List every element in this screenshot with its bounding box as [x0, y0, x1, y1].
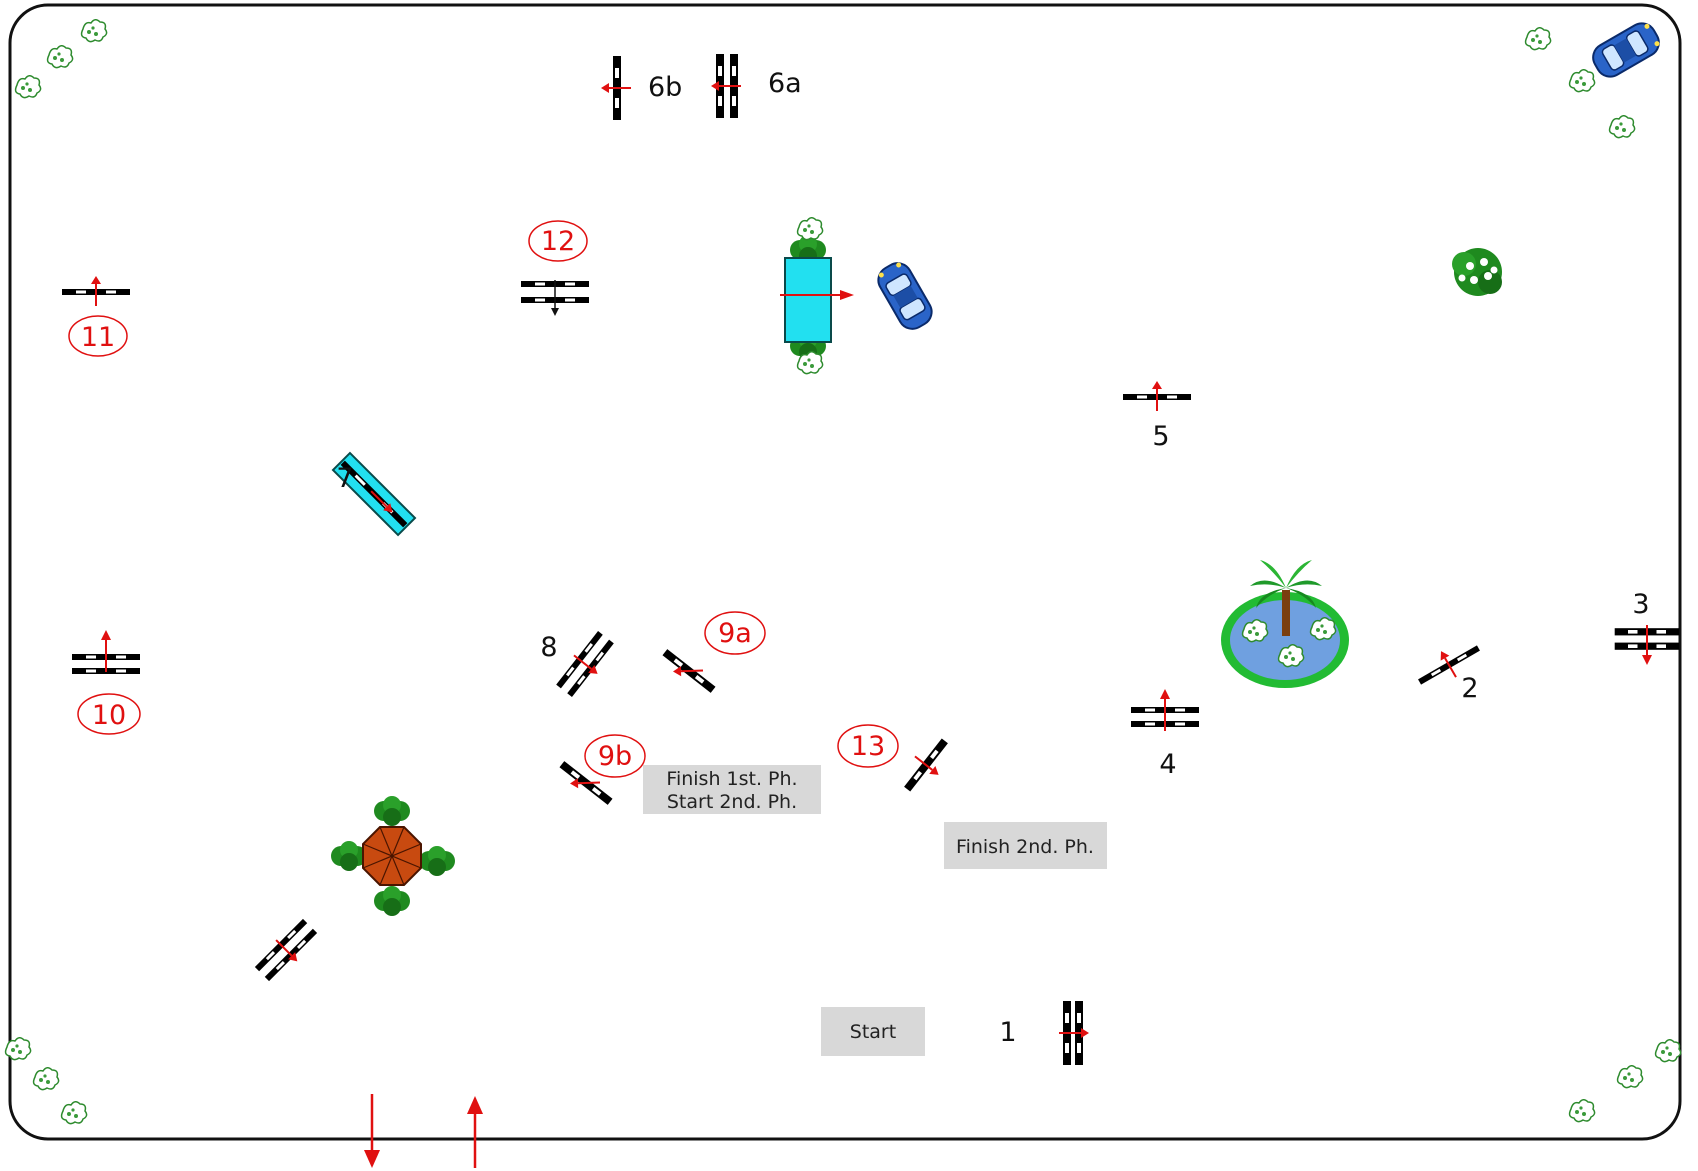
- jump-3: [1614, 625, 1680, 665]
- jump-number-10: 10: [92, 700, 126, 731]
- flower-bush-icon: [46, 44, 74, 69]
- flower-bush-icon: [80, 18, 108, 43]
- jump-number-11: 11: [81, 322, 115, 353]
- flower-bush-icon: [1452, 248, 1502, 296]
- jump-badge-9a: [704, 611, 766, 655]
- finish-second-phase-label: Finish 2nd. Ph.: [956, 836, 1094, 858]
- flower-bush-icon: [14, 74, 42, 99]
- jump-number-2: 2: [1461, 673, 1478, 704]
- flower-bush-icon: [60, 1100, 88, 1125]
- jump-12: [521, 280, 589, 316]
- car-icon: [1587, 17, 1665, 83]
- jump-6a: [710, 54, 742, 118]
- flower-bush-icon: [1568, 68, 1596, 93]
- jump-number-6b: 6b: [648, 72, 682, 103]
- jump-badge-12: [528, 220, 588, 262]
- jump-11: [62, 275, 130, 307]
- flower-bush-icon: [1524, 26, 1552, 51]
- jump-number-4: 4: [1159, 749, 1176, 780]
- jump-number-6a: 6a: [768, 68, 802, 99]
- jump-6b: [600, 56, 632, 120]
- car-icon: [872, 257, 938, 335]
- jump-number-8: 8: [540, 632, 557, 663]
- umbrella-icon: [331, 796, 455, 916]
- jump-1: [1058, 1001, 1090, 1065]
- jump-number-5: 5: [1152, 421, 1169, 452]
- jump-badge-11: [68, 315, 128, 357]
- jump-badge-9b: [584, 734, 646, 778]
- start-label: Start: [850, 1021, 896, 1043]
- jump-13: [904, 738, 948, 792]
- jump-10: [72, 630, 140, 674]
- jump-oxer: [254, 918, 318, 982]
- finish-first-phase-box: Finish 1st. Ph. Start 2nd. Ph.: [643, 765, 821, 814]
- jump-number-3: 3: [1632, 589, 1649, 620]
- start-box: Start: [821, 1007, 925, 1056]
- palm-tree-icon: [1250, 560, 1322, 636]
- jump-9a: [662, 649, 716, 693]
- jump-number-1: 1: [999, 1017, 1016, 1048]
- jump-4: [1131, 689, 1199, 731]
- entrance-arrow-icon: [467, 1096, 483, 1168]
- flower-bush-icon: [1608, 114, 1636, 139]
- arena-border: [8, 3, 1682, 1141]
- jump-number-12: 12: [541, 226, 575, 257]
- jump-8: [556, 631, 614, 697]
- jump-number-9b: 9b: [598, 741, 632, 772]
- flower-bush-icon: [1616, 1064, 1644, 1089]
- jump-number-13: 13: [851, 731, 885, 762]
- jump-number-9a: 9a: [718, 618, 752, 649]
- jump-badge-13: [837, 724, 899, 768]
- jump-7: [331, 451, 417, 537]
- pond-icon: [1221, 592, 1349, 688]
- finish-first-phase-label: Finish 1st. Ph.: [666, 768, 797, 790]
- flower-bush-icon: [1568, 1098, 1596, 1123]
- start-second-phase-label: Start 2nd. Ph.: [667, 791, 797, 813]
- water-jump-icon: [780, 216, 854, 375]
- jump-5: [1123, 380, 1191, 412]
- jump-number-7: 7: [336, 463, 353, 494]
- flower-bush-icon: [1654, 1038, 1682, 1063]
- finish-second-phase-box: Finish 2nd. Ph.: [944, 822, 1107, 869]
- jump-badge-10: [77, 693, 141, 735]
- flower-bush-icon: [32, 1066, 60, 1091]
- exit-arrow-icon: [364, 1094, 380, 1168]
